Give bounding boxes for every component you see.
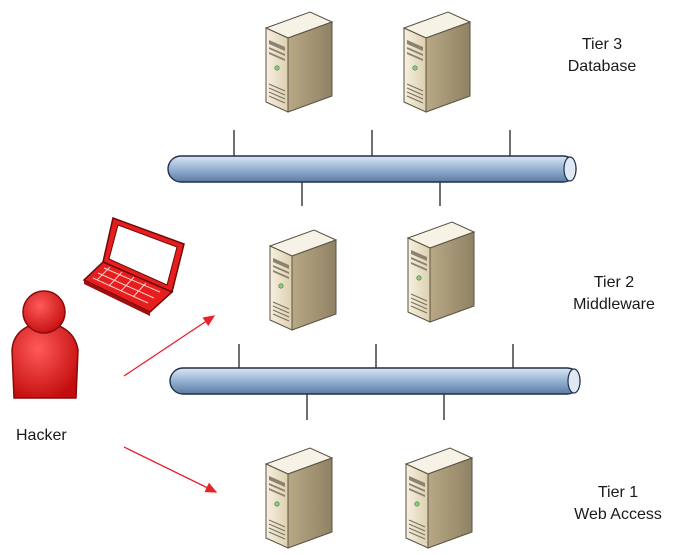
network-bus-icon bbox=[169, 344, 581, 420]
laptop-icon bbox=[82, 217, 185, 316]
attack-arrow-icon bbox=[123, 315, 216, 377]
tier-role: Database bbox=[567, 58, 637, 75]
tier-name: Tier 1 bbox=[597, 484, 639, 501]
tier-2-label: Tier 2 Middleware bbox=[554, 272, 674, 316]
server-icon bbox=[269, 229, 337, 331]
network-bus-icon bbox=[167, 130, 577, 206]
tier-name: Tier 3 bbox=[581, 36, 623, 53]
server-icon bbox=[265, 11, 333, 113]
server-icon bbox=[403, 11, 471, 113]
tier-role: Middleware bbox=[573, 296, 655, 313]
attack-arrow-icon bbox=[123, 446, 218, 493]
tier-role: Web Access bbox=[574, 506, 662, 523]
server-icon bbox=[407, 221, 475, 323]
hacker-label: Hacker bbox=[16, 427, 67, 444]
tier-name: Tier 2 bbox=[593, 274, 635, 291]
server-icon bbox=[405, 447, 473, 549]
tier-3-label: Tier 3 Database bbox=[556, 34, 648, 78]
hacker-person-icon bbox=[11, 290, 79, 399]
tier-1-label: Tier 1 Web Access bbox=[560, 482, 676, 526]
server-icon bbox=[265, 447, 333, 549]
